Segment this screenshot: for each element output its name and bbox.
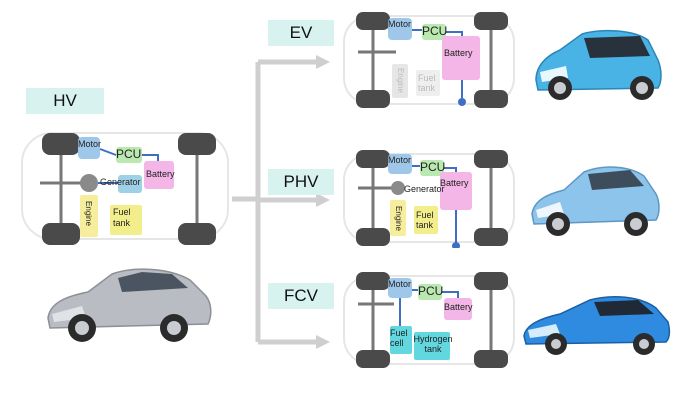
- fcv-battery-label: Battery: [444, 302, 473, 312]
- ev-label: EV: [268, 20, 334, 46]
- ev-fuel-tank-label: Fuel tank: [418, 73, 436, 93]
- fcv-pcu-label: PCU: [418, 284, 444, 298]
- phv-generator-label: Generator: [404, 184, 445, 194]
- hv-label: HV: [26, 88, 104, 114]
- ev-motor-label: Motor: [388, 19, 412, 29]
- ev-battery-label: Battery: [444, 48, 473, 58]
- fcv-label: FCV: [268, 283, 334, 309]
- hv-chassis-diagram: Motor PCU Generator Battery Engine Fuel …: [20, 125, 232, 245]
- ev-car-illustration: [535, 29, 662, 100]
- phv-car-illustration: [531, 166, 660, 236]
- fcv-car-illustration: [523, 295, 671, 355]
- phv-pcu-label: PCU: [420, 160, 446, 174]
- phv-engine-label: Engine: [393, 206, 403, 231]
- fcv-hydrogen-tank-label: Hydrogen tank: [413, 334, 453, 354]
- hv-fuel-tank-label: Fuel tank: [113, 207, 131, 228]
- fcv-chassis-diagram: Motor PCU Battery Fuel cell Hydrogen tan…: [342, 270, 518, 370]
- phv-fuel-tank-label: Fuel tank: [416, 210, 434, 230]
- phv-chassis-diagram: Motor PCU Generator Battery Engine Fuel …: [342, 148, 518, 248]
- ev-chassis-diagram: Motor PCU Battery Engine Fuel tank: [342, 10, 518, 110]
- hv-generator-label: Generator: [100, 177, 141, 187]
- phv-battery-label: Battery: [440, 178, 469, 188]
- fcv-motor-label: Motor: [388, 279, 412, 289]
- hv-battery-label: Battery: [146, 169, 175, 179]
- phv-motor-label: Motor: [388, 155, 412, 165]
- phv-label: PHV: [268, 169, 334, 195]
- hv-engine-label: Engine: [83, 201, 93, 226]
- hv-motor-label: Motor: [78, 139, 102, 149]
- fcv-fuel-cell-label: Fuel cell: [390, 328, 408, 348]
- hv-pcu-label: PCU: [116, 147, 142, 161]
- hv-car-illustration: [47, 268, 212, 342]
- ev-pcu-label: PCU: [422, 24, 448, 38]
- ev-engine-label: Engine: [395, 68, 405, 93]
